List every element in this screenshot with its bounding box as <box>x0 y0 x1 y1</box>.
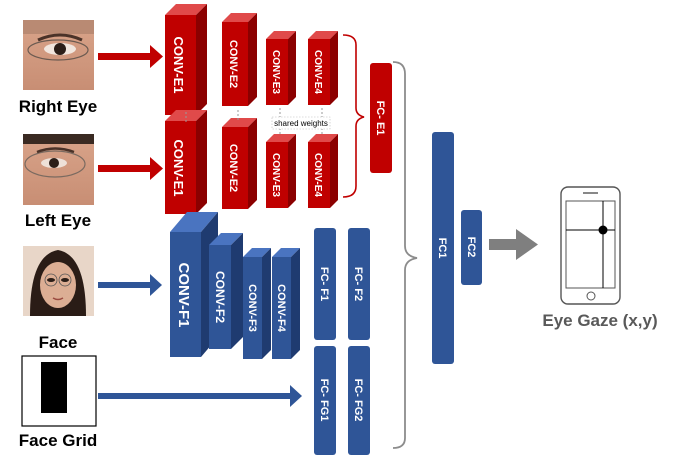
fc-fg1-label: FC- FG1 <box>318 379 330 422</box>
fc-fg2-block <box>348 346 370 455</box>
shared-weights-label: shared weights <box>274 119 328 128</box>
face-grid-arrow <box>98 385 302 407</box>
fc-f1-block <box>314 228 336 340</box>
right-eye-arrow <box>98 45 163 68</box>
right-conv-e1-label: CONV-E1 <box>171 36 186 93</box>
right-conv-e3-label: CONV-E3 <box>270 50 281 94</box>
merge-bracket <box>392 61 418 449</box>
left-eye-conv-e4-block <box>308 134 338 208</box>
face-grid-image <box>21 355 97 427</box>
left-eye-conv-e3-block <box>266 134 296 208</box>
left-conv-e3-label: CONV-E3 <box>270 153 281 197</box>
face-conv-f3-label: CONV-F3 <box>246 284 258 332</box>
right-conv-e4-label: CONV-E4 <box>312 50 323 94</box>
face-arrow <box>98 274 162 296</box>
left-conv-e4-label: CONV-E4 <box>312 153 323 197</box>
face-conv-f4-block <box>272 248 300 359</box>
left-eye-conv-e1-block <box>165 110 207 214</box>
fc-fg2-label: FC- FG2 <box>352 379 364 422</box>
fc-e1-block <box>370 63 392 173</box>
left-eye-arrow <box>98 157 163 180</box>
left-conv-e2-label: CONV-E2 <box>227 144 239 192</box>
face-conv-f3-block <box>243 248 271 359</box>
output-arrow <box>489 229 538 260</box>
face-conv-f2-block <box>209 233 243 349</box>
right-eye-conv-e4-block <box>308 31 338 105</box>
fc-e1-label: FC- E1 <box>374 101 386 136</box>
fc1-label: FC1 <box>436 238 448 259</box>
left-eye-label: Left Eye <box>25 211 91 230</box>
fc-f2-block <box>348 228 370 340</box>
fc-f1-label: FC- F1 <box>318 267 330 301</box>
face-conv-f1-label: CONV-F1 <box>175 262 192 327</box>
output-label: Eye Gaze (x,y) <box>542 311 657 330</box>
face-image <box>23 246 94 316</box>
left-eye-image <box>23 134 94 205</box>
eye-features-bracket <box>342 34 365 198</box>
right-eye-conv-e3-block <box>266 31 296 105</box>
face-conv-f2-label: CONV-F2 <box>213 271 227 323</box>
right-conv-e2-label: CONV-E2 <box>227 40 239 88</box>
right-eye-label: Right Eye <box>19 97 97 116</box>
phone-icon <box>560 186 621 305</box>
face-label: Face <box>39 333 78 352</box>
fc1-block <box>432 132 454 364</box>
shared-weights-box <box>271 116 331 130</box>
fc-fg1-block <box>314 346 336 455</box>
right-eye-conv-e2-block <box>222 13 257 106</box>
right-eye-conv-e1-block <box>165 4 207 115</box>
face-conv-f4-label: CONV-F4 <box>275 284 287 333</box>
fc-f2-label: FC- F2 <box>352 267 364 301</box>
face-grid-label: Face Grid <box>19 431 97 450</box>
left-conv-e1-label: CONV-E1 <box>171 139 186 196</box>
fc2-label: FC2 <box>465 237 477 258</box>
fc2-block <box>461 210 482 285</box>
left-eye-conv-e2-block <box>222 118 257 209</box>
right-eye-image <box>23 20 94 90</box>
